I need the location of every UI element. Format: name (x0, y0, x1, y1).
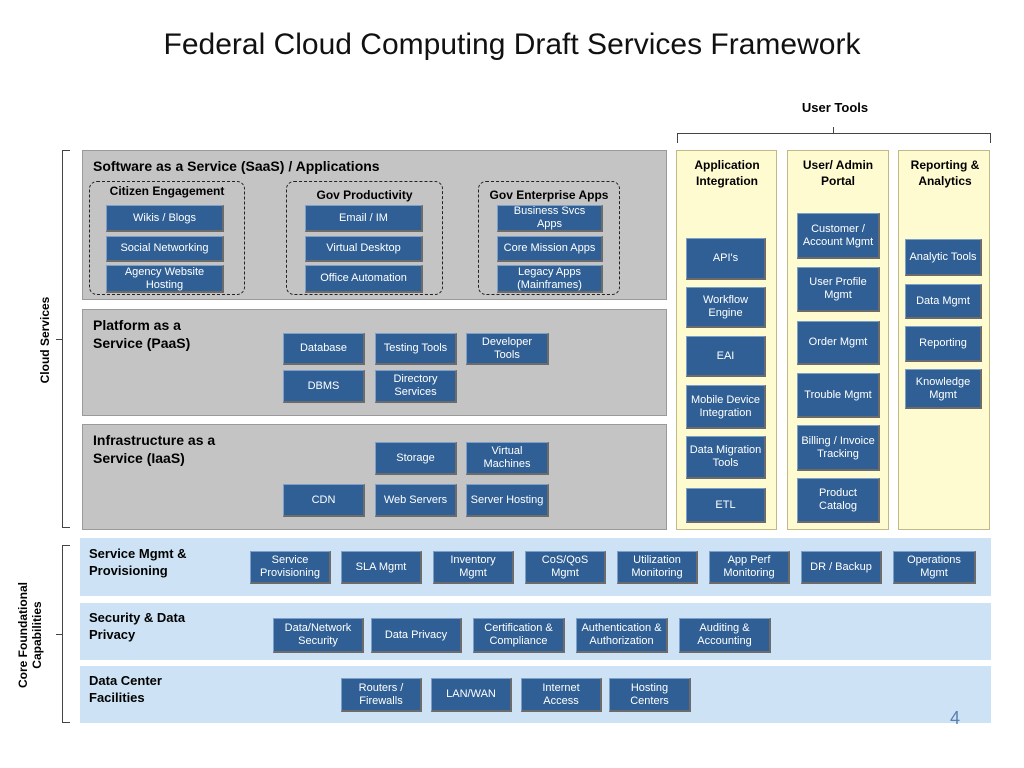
etl-box[interactable]: ETL (686, 488, 766, 523)
gov-enterprise-apps-group: Gov Enterprise Apps (478, 181, 620, 295)
security-label: Security & Data Privacy (89, 610, 186, 642)
reporting-box[interactable]: Reporting (905, 326, 982, 362)
sla-mgmt-box[interactable]: SLA Mgmt (341, 551, 422, 584)
virtual-machines-box[interactable]: Virtual Machines (466, 442, 549, 475)
service-provisioning-box[interactable]: Service Provisioning (250, 551, 331, 584)
dr-backup-box[interactable]: DR / Backup (801, 551, 882, 584)
app-perf-monitoring-box[interactable]: App Perf Monitoring (709, 551, 790, 584)
user-tools-label: User Tools (801, 100, 869, 115)
eai-box[interactable]: EAI (686, 336, 766, 377)
operations-mgmt-box[interactable]: Operations Mgmt (893, 551, 976, 584)
agency-website-hosting-box[interactable]: Agency Website Hosting (106, 265, 224, 293)
iaas-label: Infrastructure as a Service (IaaS) (93, 432, 216, 466)
wikis-blogs-box[interactable]: Wikis / Blogs (106, 205, 224, 232)
social-networking-box[interactable]: Social Networking (106, 236, 224, 262)
testing-tools-box[interactable]: Testing Tools (375, 333, 457, 365)
cos-qos-mgmt-box[interactable]: CoS/QoS Mgmt (525, 551, 606, 584)
virtual-desktop-box[interactable]: Virtual Desktop (305, 236, 423, 262)
citizen-engagement-group: Citizen Engagement (89, 181, 245, 295)
user-tools-bracket (677, 133, 991, 143)
billing-invoice-tracking-box[interactable]: Billing / Invoice Tracking (797, 425, 880, 471)
legacy-apps-box[interactable]: Legacy Apps (Mainframes) (497, 265, 603, 293)
certification-compliance-box[interactable]: Certification & Compliance (473, 618, 565, 653)
trouble-mgmt-box[interactable]: Trouble Mgmt (797, 373, 880, 418)
user-profile-mgmt-box[interactable]: User Profile Mgmt (797, 267, 880, 312)
cloud-services-bracket (62, 150, 70, 528)
business-svcs-apps-box[interactable]: Business Svcs Apps (497, 205, 603, 232)
saas-label: Software as a Service (SaaS) / Applicati… (93, 158, 380, 174)
page-number: 4 (950, 708, 961, 728)
mobile-device-integration-box[interactable]: Mobile Device Integration (686, 385, 766, 429)
core-capabilities-label: Core Foundational Capabilities (16, 582, 44, 688)
paas-section (82, 309, 667, 416)
internet-access-box[interactable]: Internet Access (521, 678, 602, 712)
routers-firewalls-box[interactable]: Routers / Firewalls (341, 678, 422, 712)
service-mgmt-label: Service Mgmt & Provisioning (89, 546, 187, 578)
lan-wan-box[interactable]: LAN/WAN (431, 678, 512, 712)
gov-productivity-group: Gov Productivity (286, 181, 443, 295)
hosting-centers-box[interactable]: Hosting Centers (609, 678, 691, 712)
group-title: Gov Productivity (316, 188, 413, 202)
reporting-analytics-title: Reporting & Analytics (910, 158, 980, 188)
inventory-mgmt-box[interactable]: Inventory Mgmt (433, 551, 514, 584)
cdn-box[interactable]: CDN (283, 484, 365, 517)
analytic-tools-box[interactable]: Analytic Tools (905, 239, 982, 276)
dbms-box[interactable]: DBMS (283, 370, 365, 403)
cloud-services-bracket-tick (56, 339, 63, 340)
web-servers-box[interactable]: Web Servers (375, 484, 457, 517)
apis-box[interactable]: API's (686, 238, 766, 280)
office-automation-box[interactable]: Office Automation (305, 265, 423, 293)
core-capabilities-bracket (62, 545, 70, 723)
application-integration-title: Application Integration (694, 158, 760, 188)
email-im-box[interactable]: Email / IM (305, 205, 423, 232)
user-tools-bracket-tick (833, 127, 834, 134)
customer-account-mgmt-box[interactable]: Customer / Account Mgmt (797, 213, 880, 259)
data-privacy-box[interactable]: Data Privacy (371, 618, 462, 653)
data-network-security-box[interactable]: Data/Network Security (273, 618, 364, 653)
cloud-services-label: Cloud Services (38, 296, 52, 384)
product-catalog-box[interactable]: Product Catalog (797, 478, 880, 523)
datacenter-label: Data Center Facilities (89, 673, 162, 705)
server-hosting-box[interactable]: Server Hosting (466, 484, 549, 517)
group-title: Gov Enterprise Apps (489, 188, 609, 202)
directory-services-box[interactable]: Directory Services (375, 370, 457, 403)
database-box[interactable]: Database (283, 333, 365, 365)
core-capabilities-bracket-tick (56, 634, 63, 635)
utilization-monitoring-box[interactable]: Utilization Monitoring (617, 551, 698, 584)
developer-tools-box[interactable]: Developer Tools (466, 333, 549, 365)
user-admin-portal-title: User/ Admin Portal (802, 158, 874, 188)
iaas-section (82, 424, 667, 530)
group-title: Citizen Engagement (109, 184, 225, 198)
core-mission-apps-box[interactable]: Core Mission Apps (497, 236, 603, 262)
authentication-authorization-box[interactable]: Authentication & Authorization (576, 618, 668, 653)
auditing-accounting-box[interactable]: Auditing & Accounting (679, 618, 771, 653)
paas-label: Platform as a Service (PaaS) (93, 317, 191, 351)
data-mgmt-box[interactable]: Data Mgmt (905, 284, 982, 319)
workflow-engine-box[interactable]: Workflow Engine (686, 287, 766, 328)
data-migration-tools-box[interactable]: Data Migration Tools (686, 436, 766, 479)
storage-box[interactable]: Storage (375, 442, 457, 475)
page-title: Federal Cloud Computing Draft Services F… (163, 28, 861, 61)
order-mgmt-box[interactable]: Order Mgmt (797, 321, 880, 365)
knowledge-mgmt-box[interactable]: Knowledge Mgmt (905, 369, 982, 409)
